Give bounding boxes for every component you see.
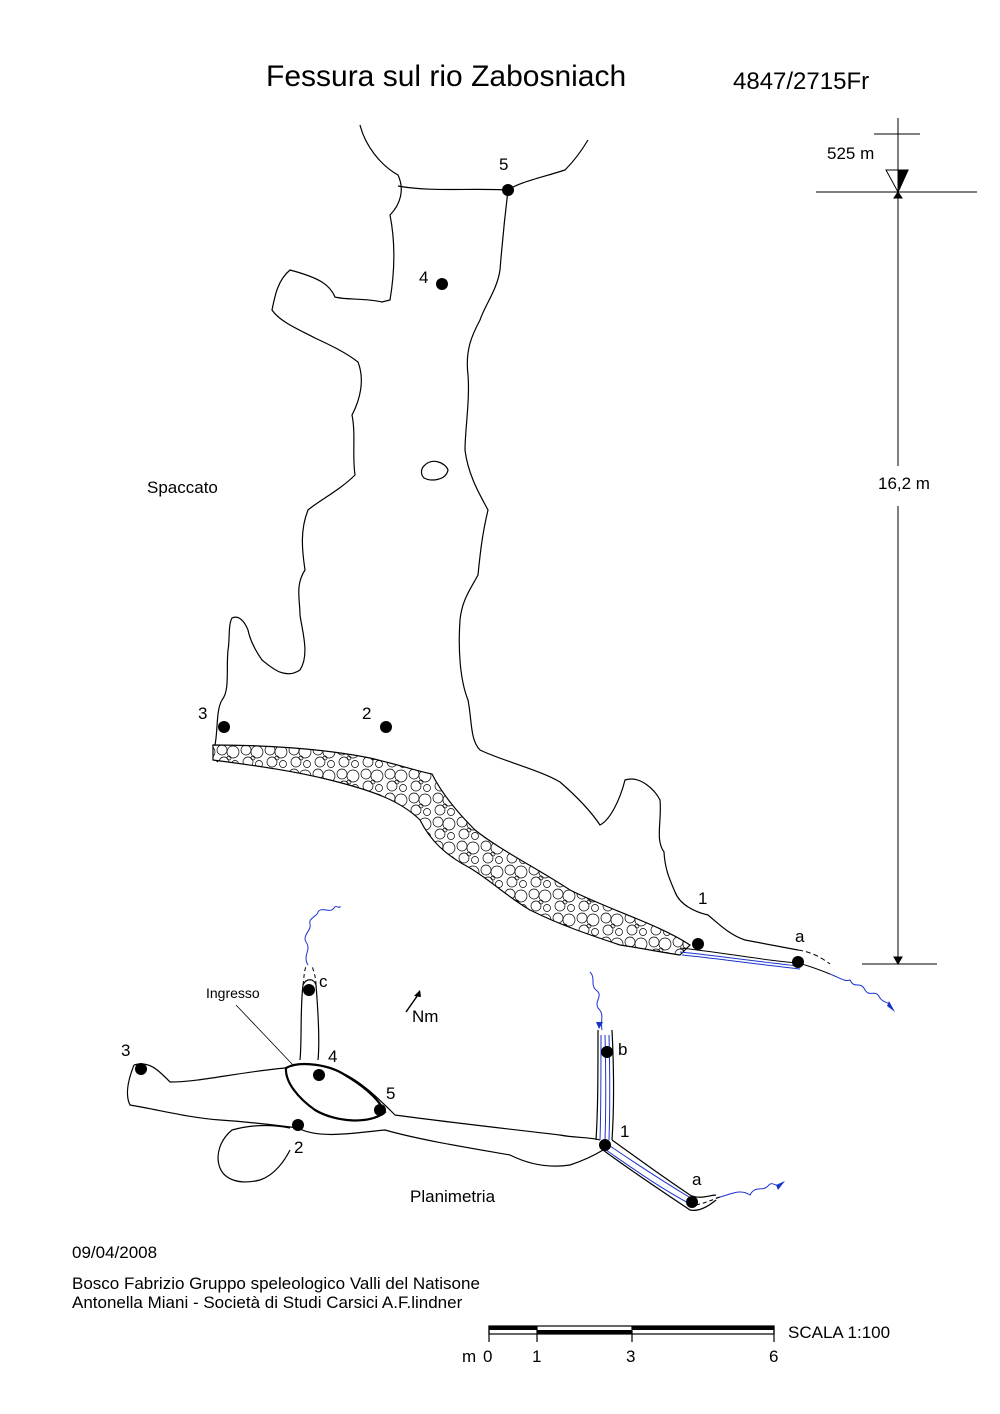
map-title: Fessura sul rio Zabosniach bbox=[266, 60, 627, 93]
plan-station-3 bbox=[135, 1063, 147, 1075]
plan-flow-arrow-b bbox=[596, 1022, 603, 1029]
entrance-outline bbox=[284, 1062, 387, 1122]
section-station-5 bbox=[502, 184, 514, 196]
north-label: Nm bbox=[412, 1007, 438, 1026]
entrance-elevation: 525 m bbox=[827, 144, 874, 163]
plan-flow-arrow-a bbox=[776, 1181, 785, 1190]
entrance-leader bbox=[235, 1004, 294, 1066]
section-outline bbox=[212, 124, 799, 951]
plan-station-c bbox=[303, 984, 315, 996]
cave-depth: 16,2 m bbox=[878, 474, 930, 493]
plan-stations bbox=[135, 984, 698, 1208]
boulder-floor bbox=[212, 744, 691, 956]
section-station-label-4: 4 bbox=[419, 268, 428, 287]
credit-line-2: Antonella Miani - Società di Studi Carsi… bbox=[72, 1293, 463, 1312]
section-station-3 bbox=[218, 721, 230, 733]
section-station-2 bbox=[380, 721, 392, 733]
scale-label: SCALA 1:100 bbox=[788, 1323, 890, 1342]
plan-station-2 bbox=[292, 1119, 304, 1131]
section-station-label-3: 3 bbox=[198, 704, 207, 723]
plan-station-label-a: a bbox=[692, 1170, 702, 1189]
scale-tick-1: 1 bbox=[532, 1347, 541, 1366]
entrance-label: Ingresso bbox=[206, 985, 260, 1001]
plan-station-5 bbox=[374, 1104, 386, 1116]
scale-unit: m bbox=[462, 1347, 476, 1366]
section-label: Spaccato bbox=[147, 478, 218, 497]
north-arrow-icon bbox=[405, 990, 421, 1013]
plan-stream-dashes bbox=[302, 965, 721, 1206]
section-station-1 bbox=[692, 938, 704, 950]
section-station-a bbox=[792, 956, 804, 968]
scale-tick-0: 0 bbox=[483, 1347, 492, 1366]
plan-station-label-5: 5 bbox=[386, 1084, 395, 1103]
scale-tick-3: 3 bbox=[626, 1347, 635, 1366]
scale-tick-6: 6 bbox=[769, 1347, 778, 1366]
survey-date: 09/04/2008 bbox=[72, 1243, 158, 1262]
plan-station-label-b: b bbox=[618, 1040, 627, 1059]
section-station-4 bbox=[436, 278, 448, 290]
plan-station-label-4: 4 bbox=[328, 1047, 337, 1066]
plan-label: Planimetria bbox=[410, 1187, 496, 1206]
section-station-label-2: 2 bbox=[362, 704, 371, 723]
plan-station-label-3: 3 bbox=[121, 1041, 130, 1060]
plan-station-b bbox=[601, 1046, 613, 1058]
section-station-label-5: 5 bbox=[499, 155, 508, 174]
plan-station-label-1: 1 bbox=[620, 1122, 629, 1141]
cadastre-code: 4847/2715Fr bbox=[733, 68, 870, 95]
section-stream bbox=[679, 947, 895, 1012]
plan-station-label-c: c bbox=[319, 972, 328, 991]
plan-station-1 bbox=[599, 1139, 611, 1151]
section-station-label-1: 1 bbox=[698, 889, 707, 908]
depth-gauge bbox=[816, 118, 977, 966]
credit-line-1: Bosco Fabrizio Gruppo speleologico Valli… bbox=[72, 1274, 480, 1293]
plan-station-4 bbox=[313, 1069, 325, 1081]
section-station-label-a: a bbox=[795, 927, 805, 946]
plan-station-a bbox=[686, 1196, 698, 1208]
section-stations bbox=[218, 184, 804, 968]
plan-station-label-2: 2 bbox=[294, 1138, 303, 1157]
plan-stream bbox=[304, 905, 781, 1206]
scale-bar bbox=[488, 1325, 775, 1342]
